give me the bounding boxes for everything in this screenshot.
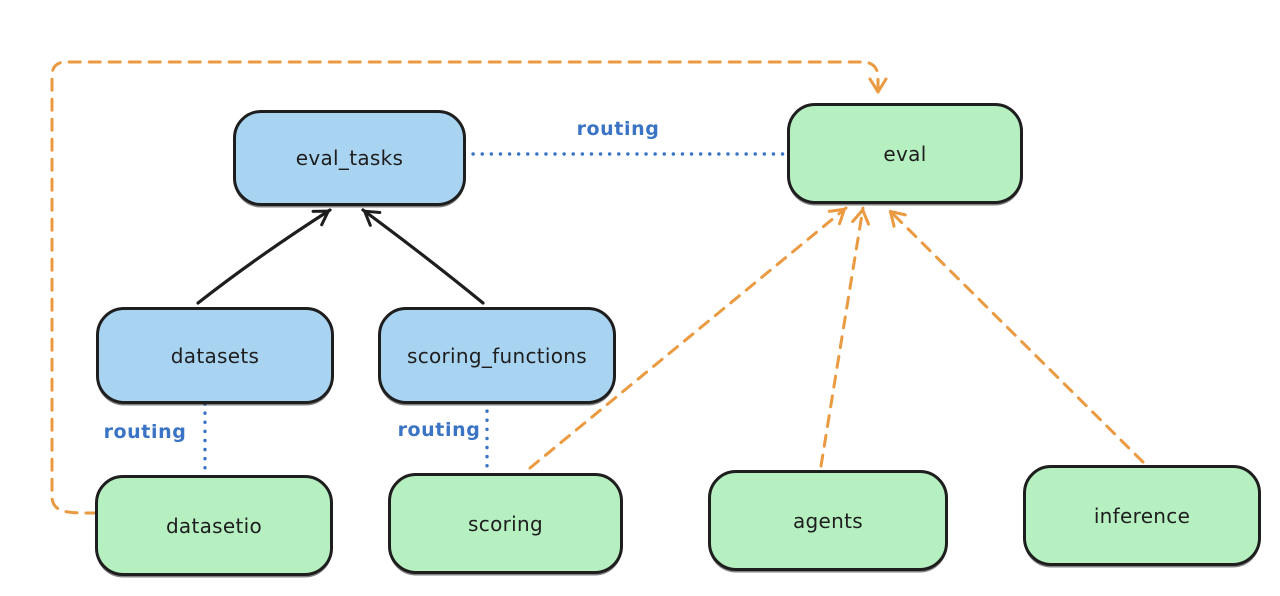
node-agents-label: agents bbox=[793, 508, 863, 533]
node-eval: eval bbox=[787, 103, 1023, 204]
node-eval-tasks: eval_tasks bbox=[233, 110, 466, 206]
node-inference: inference bbox=[1023, 465, 1261, 566]
edge-inference-eval bbox=[887, 208, 1145, 464]
node-datasets-label: datasets bbox=[170, 343, 260, 368]
node-inference-label: inference bbox=[1093, 503, 1191, 528]
edge-label-routing-scoring: routing bbox=[397, 419, 481, 441]
edge-label-routing-datasets: routing bbox=[103, 421, 187, 443]
node-datasetio-label: datasetio bbox=[165, 513, 263, 538]
node-agents: agents bbox=[708, 470, 948, 571]
node-scoring-functions-label: scoring_functions bbox=[406, 343, 588, 368]
node-scoring-functions: scoring_functions bbox=[378, 307, 616, 404]
edge-label-routing-top: routing bbox=[576, 118, 660, 140]
edge-agents-eval bbox=[819, 206, 870, 468]
node-scoring: scoring bbox=[388, 473, 623, 574]
node-datasets: datasets bbox=[96, 307, 334, 404]
node-scoring-label: scoring bbox=[468, 511, 543, 536]
node-eval-tasks-label: eval_tasks bbox=[295, 146, 404, 170]
edge-scoring-functions-eval-tasks bbox=[361, 208, 485, 305]
node-eval-label: eval bbox=[883, 141, 927, 166]
edge-datasets-eval-tasks bbox=[196, 208, 332, 305]
node-datasetio: datasetio bbox=[95, 475, 333, 576]
